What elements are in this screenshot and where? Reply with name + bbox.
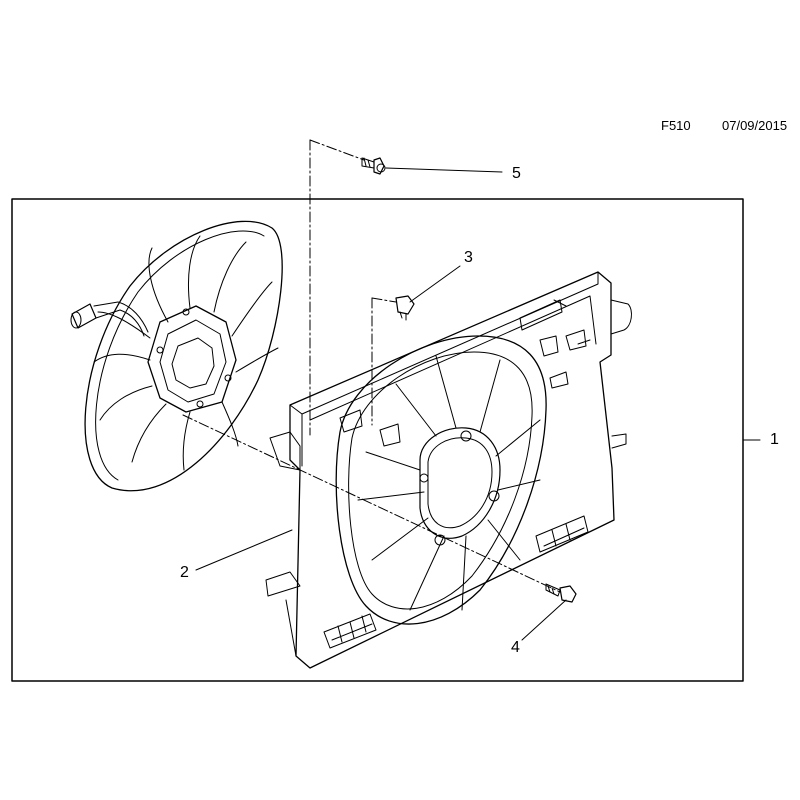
callout-4: 4 bbox=[511, 639, 520, 656]
fan-wheel bbox=[70, 220, 283, 492]
callout-5: 5 bbox=[512, 165, 521, 182]
diagram-date: 07/09/2015 bbox=[722, 118, 788, 133]
diagram-code: F510 bbox=[661, 118, 691, 133]
leader-lines bbox=[195, 167, 761, 641]
callout-1: 1 bbox=[770, 431, 779, 448]
screw-part-5 bbox=[361, 157, 386, 175]
assembly-frame bbox=[11, 198, 744, 682]
clip-part-3 bbox=[395, 295, 415, 321]
assembly-lines bbox=[182, 139, 561, 593]
screw-part-4 bbox=[545, 583, 577, 603]
callout-3: 3 bbox=[464, 249, 473, 266]
fan-shroud bbox=[265, 271, 632, 669]
callout-2: 2 bbox=[180, 564, 189, 581]
